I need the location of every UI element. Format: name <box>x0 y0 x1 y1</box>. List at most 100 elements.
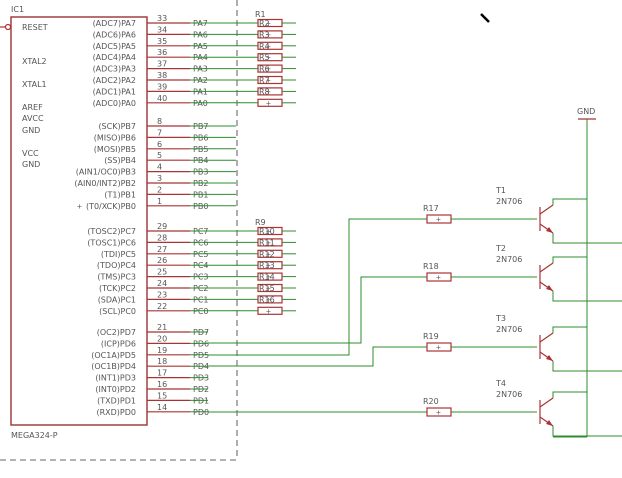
ic-pin-label: (ICP)PD6 <box>101 339 136 348</box>
ic-pin-label: (MISO)PB6 <box>94 133 136 142</box>
ic-left-pin-label: XTAL1 <box>22 80 47 89</box>
ic-pin-label: (TOSC2)PC7 <box>87 227 136 236</box>
array-element-label: R4 <box>259 42 270 51</box>
collector-wire <box>552 198 587 205</box>
ic-pin-number: 36 <box>157 48 167 57</box>
ic-pin-number: 22 <box>157 302 167 311</box>
array-element-label: R7 <box>259 76 270 85</box>
ic-pin-label: (ADC3)PA3 <box>93 65 136 74</box>
ic-left-pin-label: VCC <box>22 149 39 158</box>
array-plus-mark: + <box>266 53 271 62</box>
ic-left-pin-label: XTAL2 <box>22 57 47 66</box>
ic-pin-label: (AIN1/OC0)PB3 <box>76 168 136 177</box>
collector-wire <box>552 391 587 398</box>
cursor-mark <box>480 13 490 23</box>
ic-pin-number: 7 <box>157 128 162 137</box>
transistor-collector <box>539 262 554 273</box>
array-plus-mark: + <box>266 30 271 39</box>
transistor-ref: T2 <box>495 244 506 253</box>
ic-pin-label: (T0/XCK)PB0 <box>86 202 136 211</box>
transistor-ref: T3 <box>495 314 506 323</box>
resistor-ref: R17 <box>423 204 439 213</box>
ic-pin-number: 29 <box>157 222 167 231</box>
ic-pin-number: 17 <box>157 369 167 378</box>
ic-pin-label: (OC2)PD7 <box>97 328 136 337</box>
array-plus-mark: + <box>266 295 271 304</box>
transistor-collector <box>539 204 554 215</box>
transistor-ref: T1 <box>495 186 506 195</box>
resistor-plus-mark: + <box>436 408 441 417</box>
emitter-wire <box>552 291 622 302</box>
ic-pin-label: (TXD)PD1 <box>97 396 136 405</box>
transistor-part: 2N706 <box>496 325 522 334</box>
ic-pin-label: (ADC4)PA4 <box>93 53 136 62</box>
ic-pin-label: (INT1)PD3 <box>95 374 136 383</box>
transistor-collector <box>539 332 554 343</box>
array-element-label: R13 <box>259 261 275 270</box>
ic-pin-number: 37 <box>157 60 167 69</box>
gnd-symbol: GND <box>577 107 596 437</box>
ic-part: MEGA324-P <box>11 431 58 440</box>
ic-pin-label: (TOSC1)PC6 <box>87 238 136 247</box>
drive-wire <box>208 218 427 356</box>
array-ref: R9 <box>255 218 266 227</box>
resistor-plus-mark: + <box>436 273 441 282</box>
ic-pin-label: (ADC6)PA6 <box>93 30 136 39</box>
transistor-part: 2N706 <box>496 390 522 399</box>
array-element-label: R3 <box>259 30 270 39</box>
array-element-label: R16 <box>259 295 275 304</box>
ic-pin-number: 18 <box>157 357 167 366</box>
resistor-ref: R20 <box>423 397 439 406</box>
transistor-arrow <box>546 227 553 233</box>
ic-pin-label: (OC1B)PD4 <box>91 362 136 371</box>
array-element-label: R2 <box>259 19 270 28</box>
ic-pin-number: 8 <box>157 117 162 126</box>
ic-pin-label: (MOSI)PB5 <box>94 145 136 154</box>
ic-pin-label: (AIN0/INT2)PB2 <box>74 179 136 188</box>
drive-wire <box>208 276 427 344</box>
ic-pin-number: 16 <box>157 380 167 389</box>
array-plus-mark: + <box>266 273 271 282</box>
ic-pin-label: (SDA)PC1 <box>98 295 136 304</box>
ic-left-pin-label: GND <box>22 126 40 135</box>
emitter-wire <box>552 233 622 244</box>
ic-left-pin-label: RESET <box>22 23 48 32</box>
array-element-label: R15 <box>259 284 275 293</box>
pin-mark: + <box>77 202 82 211</box>
transistor-part: 2N706 <box>496 255 522 264</box>
array-plus-mark: + <box>266 307 271 316</box>
ic-left-pin-label: AVCC <box>22 114 44 123</box>
array-plus-mark: + <box>266 284 271 293</box>
ic-pin-number: 35 <box>157 37 167 46</box>
ic-pin-number: 3 <box>157 174 162 183</box>
collector-wire <box>552 256 587 263</box>
array-plus-mark: + <box>266 250 271 259</box>
resistor-plus-mark: + <box>436 215 441 224</box>
ic-pin-number: 20 <box>157 334 167 343</box>
array-element-label: R12 <box>259 250 275 259</box>
ic-pin-number: 38 <box>157 71 167 80</box>
ic-pin-label: (TDI)PC5 <box>101 250 136 259</box>
array-element-label: R14 <box>259 273 275 282</box>
array-plus-mark: + <box>266 227 271 236</box>
transistor-part: 2N706 <box>496 197 522 206</box>
array-ref: R1 <box>255 10 266 19</box>
ic-left-pin-label: GND <box>22 160 40 169</box>
ic-pin-label: (TDO)PC4 <box>97 261 136 270</box>
gnd-label: GND <box>577 107 595 116</box>
ic-pin-label: (ADC0)PA0 <box>93 99 136 108</box>
array-plus-mark: + <box>266 76 271 85</box>
resistor-ref: R18 <box>423 262 439 271</box>
ic-pin-number: 15 <box>157 391 167 400</box>
ic-pin-label: (SCK)PB7 <box>98 122 136 131</box>
ic-right-pins: (ADC7)PA733PA7(ADC6)PA634PA6(ADC5)PA535P… <box>74 14 258 417</box>
resistor-ref: R19 <box>423 332 439 341</box>
array-plus-mark: + <box>266 87 271 96</box>
reset-pin-stub <box>0 23 12 31</box>
ic-pin-number: 23 <box>157 290 167 299</box>
array-plus-mark: + <box>266 99 271 108</box>
ic-pin-number: 21 <box>157 323 167 332</box>
array-plus-mark: + <box>266 65 271 74</box>
